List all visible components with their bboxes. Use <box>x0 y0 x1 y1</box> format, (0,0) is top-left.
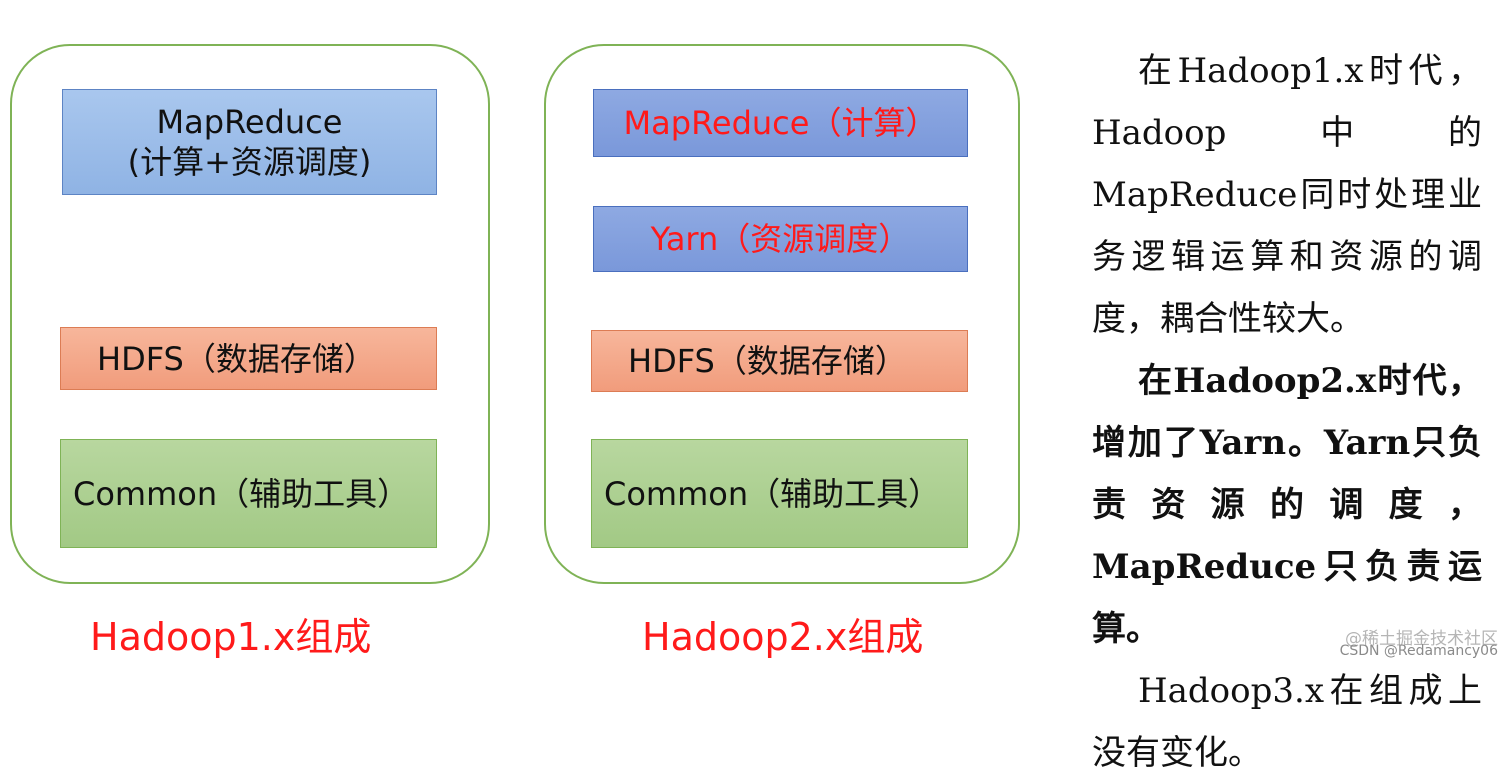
hadoop2-mapreduce-label: MapReduce（计算） <box>623 104 938 142</box>
hadoop1-hdfs-label: HDFS（数据存储） <box>97 339 376 378</box>
csdn-watermark: CSDN @Redamancy06 <box>1339 643 1498 659</box>
description-text: 在Hadoop1.x时代，Hadoop中的MapReduce同时处理业务逻辑运算… <box>1092 40 1482 784</box>
hadoop2-caption: Hadoop2.x组成 <box>642 615 924 659</box>
description-paragraph-2: 在Hadoop2.x时代，增加了Yarn。Yarn只负责资源的调度，MapRed… <box>1092 361 1482 649</box>
description-paragraph-1: 在Hadoop1.x时代，Hadoop中的MapReduce同时处理业务逻辑运算… <box>1092 51 1482 339</box>
hadoop1-mapreduce-label: MapReduce <box>156 103 343 141</box>
hadoop2-hdfs-label: HDFS（数据存储） <box>628 342 907 380</box>
hadoop2-common-label: Common（辅助工具） <box>604 474 941 513</box>
hadoop1-common-box: Common（辅助工具） <box>60 439 437 548</box>
hadoop2-hdfs-box: HDFS（数据存储） <box>591 330 968 392</box>
hadoop2-mapreduce-box: MapReduce（计算） <box>593 89 968 157</box>
hadoop2-yarn-box: Yarn（资源调度） <box>593 206 968 272</box>
hadoop1-common-label: Common（辅助工具） <box>73 474 410 513</box>
hadoop1-mapreduce-box: MapReduce (计算+资源调度) <box>62 89 437 195</box>
hadoop1-hdfs-box: HDFS（数据存储） <box>60 327 437 390</box>
hadoop2-yarn-label: Yarn（资源调度） <box>650 220 911 258</box>
juejin-watermark: @稀土掘金技术社区 <box>1345 629 1498 649</box>
hadoop1-caption: Hadoop1.x组成 <box>90 615 372 659</box>
hadoop1-mapreduce-sublabel: (计算+资源调度) <box>127 143 372 181</box>
hadoop2-common-box: Common（辅助工具） <box>591 439 968 548</box>
description-paragraph-3: Hadoop3.x在组成上没有变化。 <box>1092 671 1482 773</box>
